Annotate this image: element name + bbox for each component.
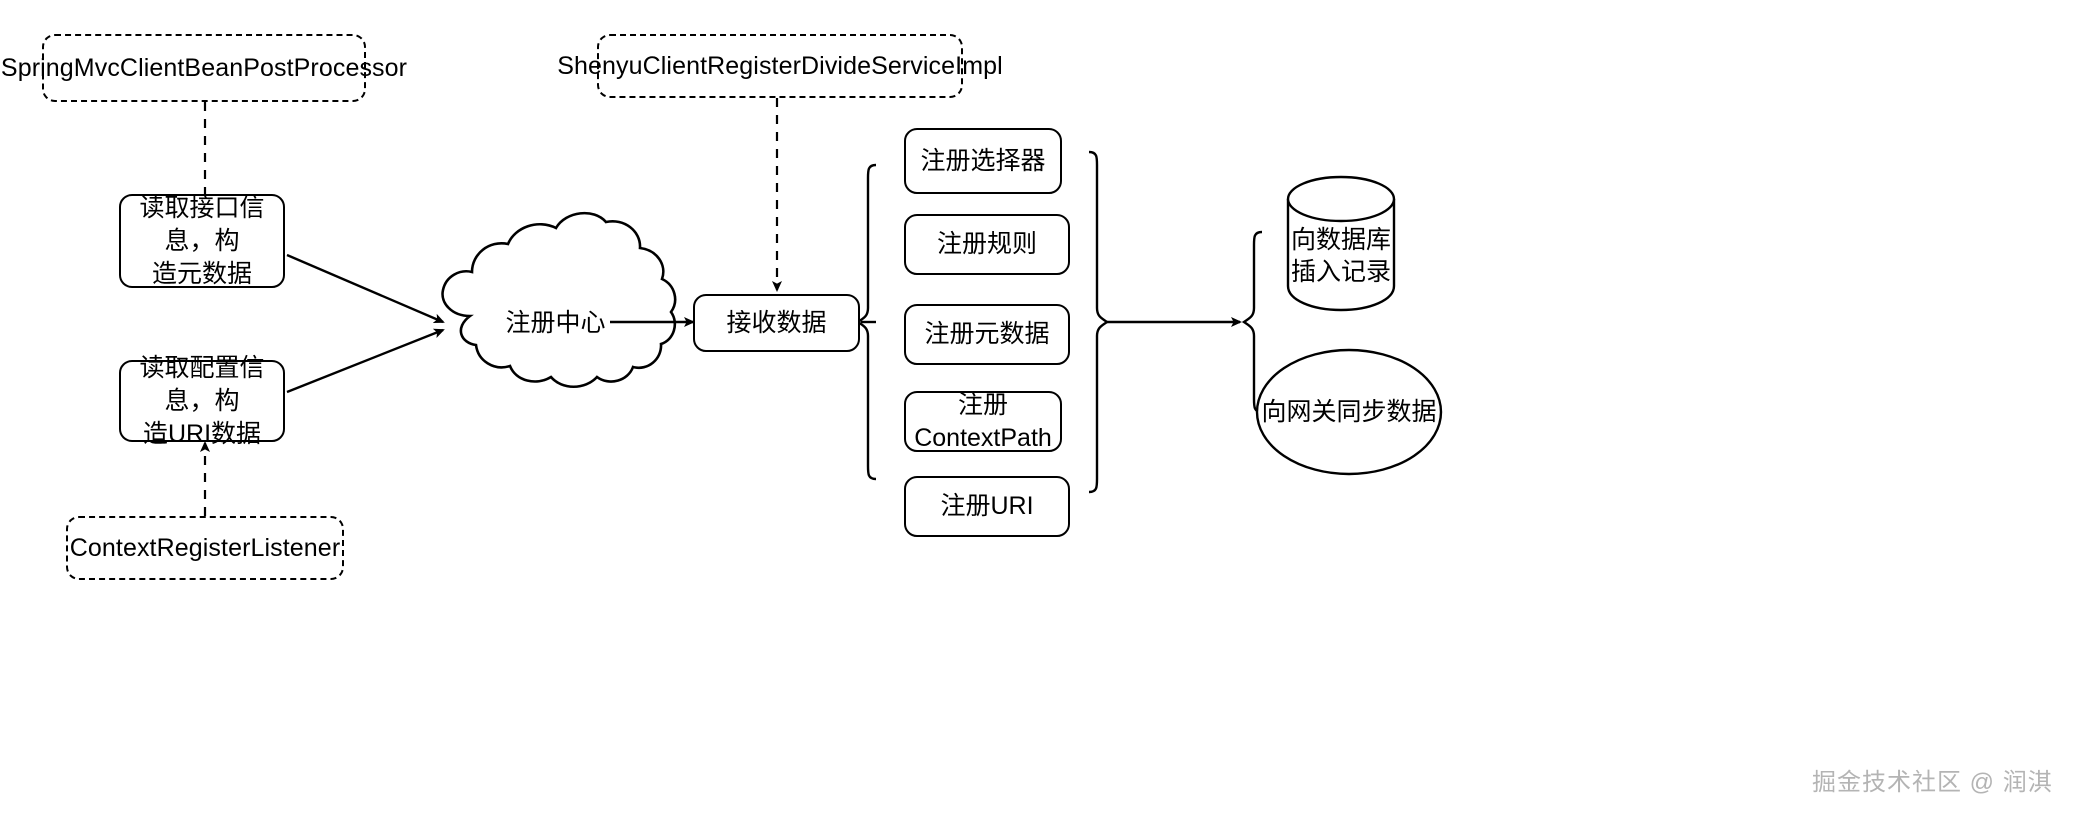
node-insert-into-database-label: 向数据库 插入记录	[1288, 222, 1394, 290]
node-shenyu-client-register-divide-service-impl[interactable]: ShenyuClientRegisterDivideServiceImpl	[557, 34, 1003, 98]
node-sync-to-gateway-label: 向网关同步数据	[1257, 390, 1441, 434]
node-label: 接收数据	[726, 308, 827, 337]
node-register-uri[interactable]: 注册URI	[904, 476, 1070, 537]
right-brace-registrations	[1088, 150, 1110, 494]
node-label: 注册选择器	[920, 146, 1046, 175]
node-register-selector[interactable]: 注册选择器	[904, 128, 1062, 194]
node-label: 向网关同步数据	[1261, 397, 1437, 426]
node-label: 注册元数据	[924, 320, 1050, 348]
node-label: 注册ContextPath	[914, 390, 1052, 452]
node-read-config-info[interactable]: 读取配置信息，构 造URI数据	[119, 354, 285, 448]
cloud-registry-center-shape	[441, 211, 677, 389]
node-label-line-2: 插入记录	[1290, 258, 1391, 286]
edge-read-config-to-registry	[286, 328, 445, 394]
node-label: 注册规则	[936, 230, 1037, 258]
node-label-line-1: 读取接口信息，构	[139, 193, 265, 255]
watermark-text: 掘金技术社区 @ 润淇	[1812, 769, 2053, 796]
node-register-metadata[interactable]: 注册元数据	[904, 304, 1070, 365]
database-cylinder-body	[1286, 199, 1396, 312]
database-cylinder-top	[1286, 175, 1396, 223]
results-brace	[1241, 230, 1263, 414]
left-brace-registrations	[855, 163, 877, 481]
node-receive-data[interactable]: 接收数据	[693, 294, 860, 352]
node-label: SpringMvcClientBeanPostProcessor	[0, 53, 408, 82]
node-label: 注册中心	[505, 308, 606, 337]
node-register-rule[interactable]: 注册规则	[904, 214, 1070, 275]
edge-read-interface-to-registry	[286, 253, 445, 324]
node-label: 注册URI	[940, 492, 1034, 520]
gateway-ellipse-shape	[1255, 348, 1443, 476]
node-read-interface-info[interactable]: 读取接口信息，构 造元数据	[119, 194, 285, 288]
node-label-line-1: 向数据库	[1290, 225, 1391, 254]
watermark: 掘金技术社区 @ 润淇	[1812, 762, 2053, 797]
node-register-context-path[interactable]: 注册ContextPath	[904, 391, 1062, 452]
node-label: ShenyuClientRegisterDivideServiceImpl	[557, 51, 1003, 80]
node-springmvc-client-bean-post-processor[interactable]: SpringMvcClientBeanPostProcessor	[1, 34, 407, 102]
node-label-line-1: 读取配置信息，构	[139, 353, 265, 415]
node-registry-center-label: 注册中心	[463, 300, 648, 346]
node-label: ContextRegisterListener	[69, 533, 341, 562]
node-label-line-2: 造URI数据	[142, 419, 262, 448]
node-context-register-listener[interactable]: ContextRegisterListener	[66, 516, 344, 580]
node-label-line-2: 造元数据	[151, 259, 252, 288]
